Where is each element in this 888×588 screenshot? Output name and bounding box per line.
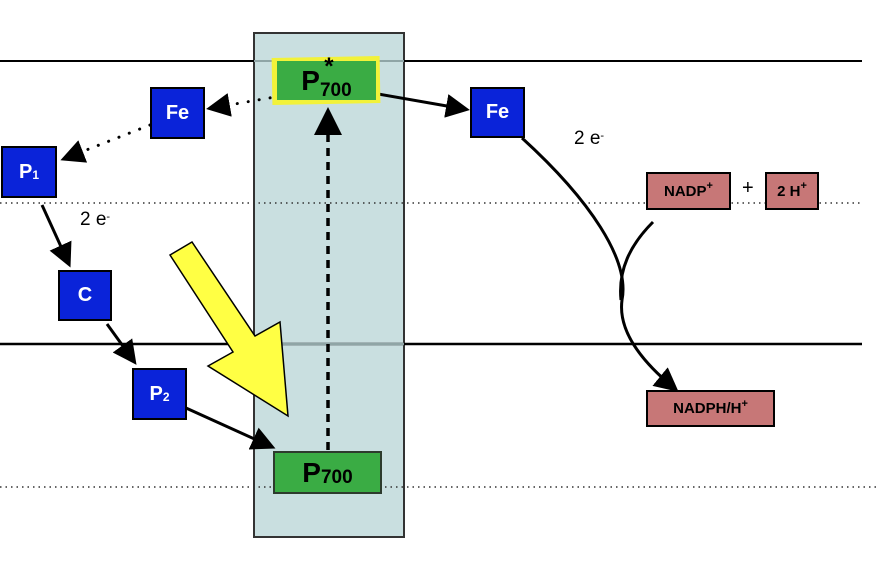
arrow-p700star-to-fe-left bbox=[206, 92, 294, 117]
arrow-p1-to-c bbox=[40, 204, 72, 268]
carrier-fe-left-label: Fe bbox=[165, 101, 190, 124]
product-nadph: NADPH/H+ bbox=[646, 390, 775, 427]
plus-sign-text: + bbox=[742, 177, 754, 199]
carrier-fe-left: Fe bbox=[150, 87, 205, 139]
arrow-nadp-join bbox=[619, 220, 655, 301]
electron-label-right-text: 2 e bbox=[574, 128, 601, 149]
arrow-fe-right-to-nadph bbox=[520, 136, 679, 392]
ground-center-base: P bbox=[302, 456, 321, 488]
carrier-p2-base: P bbox=[149, 382, 163, 405]
reactant-nadp-sup: + bbox=[706, 180, 713, 192]
arrow-p2-to-p700 bbox=[185, 406, 276, 450]
arrow-fe-left-to-p1 bbox=[60, 123, 152, 163]
reactant-nadp-text: NADP bbox=[664, 182, 707, 200]
electron-label-right: 2 e- bbox=[574, 128, 604, 150]
product-nadph-sup: + bbox=[741, 397, 748, 410]
electron-label-right-sup: - bbox=[600, 130, 605, 142]
carrier-c-label: C bbox=[77, 284, 93, 306]
carrier-p2-subscript: 2 bbox=[162, 390, 170, 404]
plus-sign: + bbox=[742, 177, 754, 200]
reactant-protons-sup: + bbox=[800, 180, 807, 192]
carrier-c: C bbox=[58, 270, 112, 321]
electron-label-left-sup: - bbox=[106, 211, 111, 223]
carrier-p1-base: P bbox=[18, 160, 33, 183]
electron-label-left: 2 e- bbox=[80, 209, 110, 231]
excited-center-subscript: 700 bbox=[319, 79, 352, 101]
carrier-fe-right-label: Fe bbox=[485, 101, 510, 123]
excited-center-base: P bbox=[301, 64, 320, 96]
excited-reaction-center: P*700 bbox=[277, 53, 376, 101]
carrier-p1-subscript: 1 bbox=[32, 168, 40, 182]
carrier-fe-right: Fe bbox=[470, 87, 525, 138]
product-nadph-text: NADPH/H bbox=[673, 400, 742, 417]
electron-label-left-text: 2 e bbox=[80, 209, 107, 230]
reactant-protons: 2 H+ bbox=[765, 172, 819, 210]
light-arrow bbox=[168, 240, 289, 418]
arrow-c-to-p2 bbox=[105, 323, 137, 365]
reactant-protons-text: 2 H bbox=[777, 182, 801, 200]
ground-center-subscript: 700 bbox=[320, 466, 353, 488]
reactant-nadp: NADP+ bbox=[646, 172, 731, 210]
arrow-p700star-to-fe-right bbox=[377, 92, 470, 118]
excited-center-star: * bbox=[324, 52, 334, 80]
